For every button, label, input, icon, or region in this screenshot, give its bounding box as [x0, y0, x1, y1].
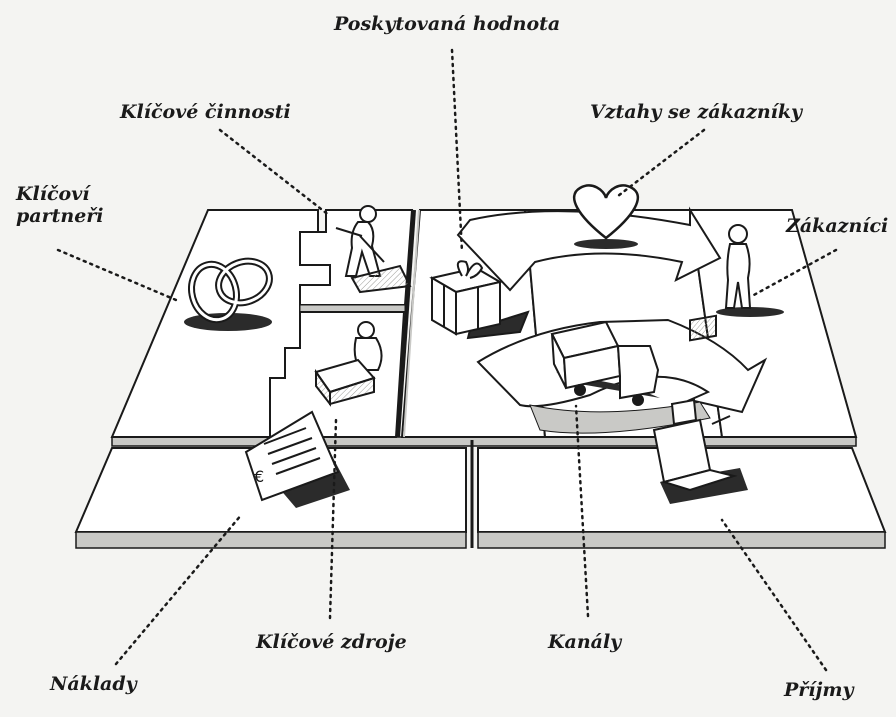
leader-customer-segments [750, 248, 838, 298]
label-key-activities: Klíčové činnosti [120, 101, 291, 123]
worker-icon [335, 205, 412, 294]
label-key-resources: Klíčové zdroje [256, 631, 407, 653]
leader-cost-structure [114, 512, 244, 666]
document-icon: € [244, 410, 350, 508]
machine-icon [314, 321, 383, 407]
leader-key-activities [218, 128, 332, 218]
leader-key-partners [56, 248, 178, 302]
label-key-partners-line2: partneři [16, 204, 104, 227]
svg-text:€: € [254, 467, 264, 486]
leader-channels [574, 404, 590, 618]
label-customer-segments: Zákazníci [786, 215, 889, 237]
label-key-partners: Klíčoví partneři [16, 183, 104, 228]
label-revenue-streams: Příjmy [784, 679, 854, 701]
rings-icon [184, 257, 273, 331]
cash-register-icon [652, 314, 748, 504]
heart-icon [573, 184, 639, 249]
leader-lines [56, 48, 838, 672]
label-key-partners-line1: Klíčoví [16, 183, 90, 205]
leader-customer-relationships [616, 128, 706, 198]
leader-value-proposition [450, 48, 464, 254]
board-lower [74, 440, 887, 549]
truck-icon [550, 320, 660, 406]
label-cost-structure: Náklady [50, 673, 137, 695]
label-value-proposition: Poskytovaná hodnota [334, 13, 561, 35]
gift-icon [429, 260, 530, 340]
leader-key-resources [328, 418, 338, 620]
label-customer-relationships: Vztahy se zákazníky [590, 101, 803, 123]
label-channels: Kanály [548, 631, 622, 653]
person-icon [716, 224, 784, 317]
leader-revenue-streams [720, 518, 828, 672]
